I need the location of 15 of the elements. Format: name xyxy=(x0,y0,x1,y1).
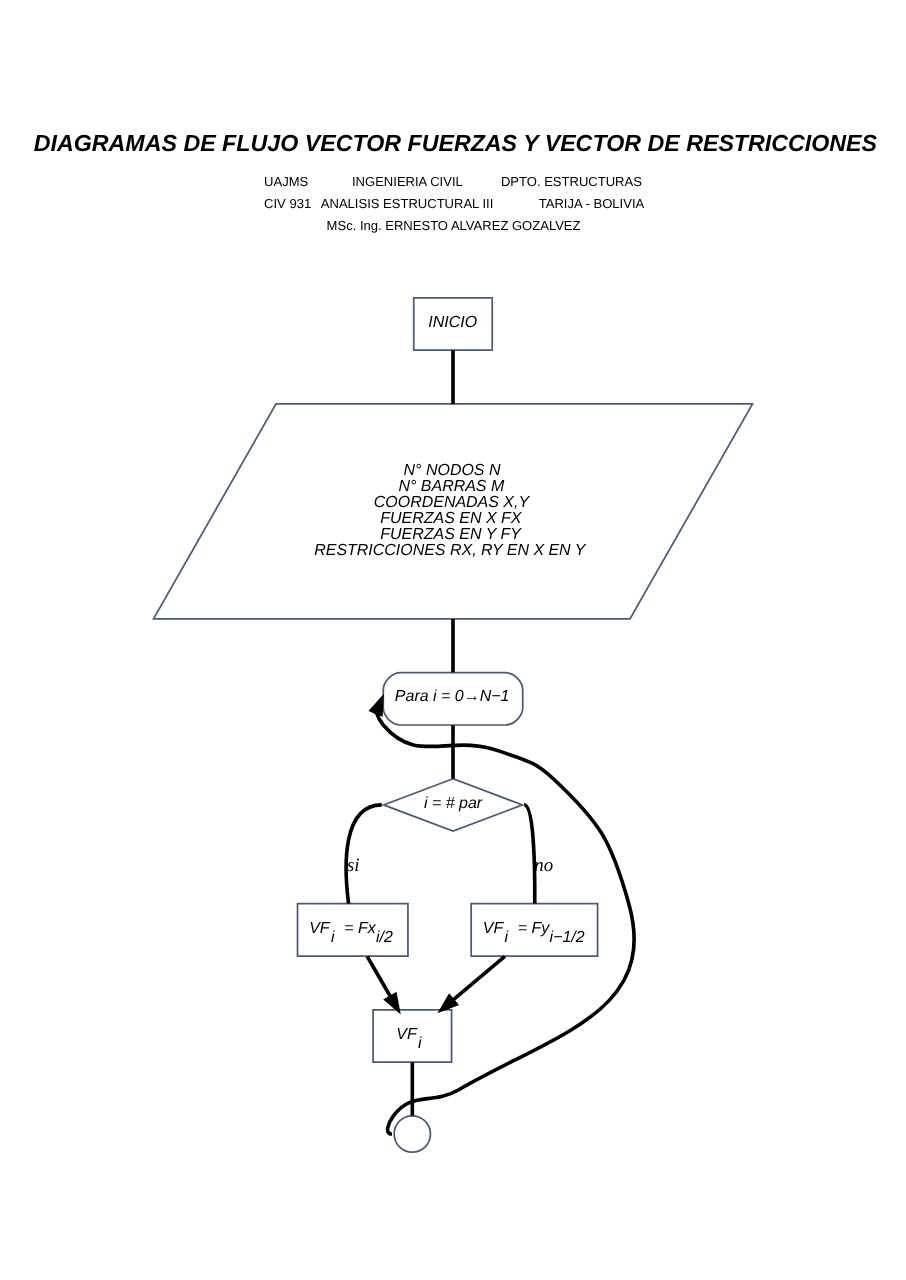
connector xyxy=(451,725,455,779)
diagram-title: DIAGRAMAS DE FLUJO VECTOR FUERZAS Y VECTOR DE RESTRICCIONES xyxy=(33,130,878,157)
connector xyxy=(523,803,537,904)
node-diamond: i = # par xyxy=(381,777,525,832)
node-box: INICIO xyxy=(412,296,494,351)
connector xyxy=(344,803,383,904)
arrow xyxy=(368,693,636,1136)
connector xyxy=(451,619,455,673)
connector xyxy=(410,1062,415,1116)
edge-label: no xyxy=(534,856,554,877)
node-box: Para i = 0→N−1 xyxy=(382,671,524,726)
arrow xyxy=(365,955,401,1015)
connector xyxy=(451,350,455,404)
node-circle xyxy=(393,1115,432,1154)
arrow xyxy=(437,954,506,1014)
